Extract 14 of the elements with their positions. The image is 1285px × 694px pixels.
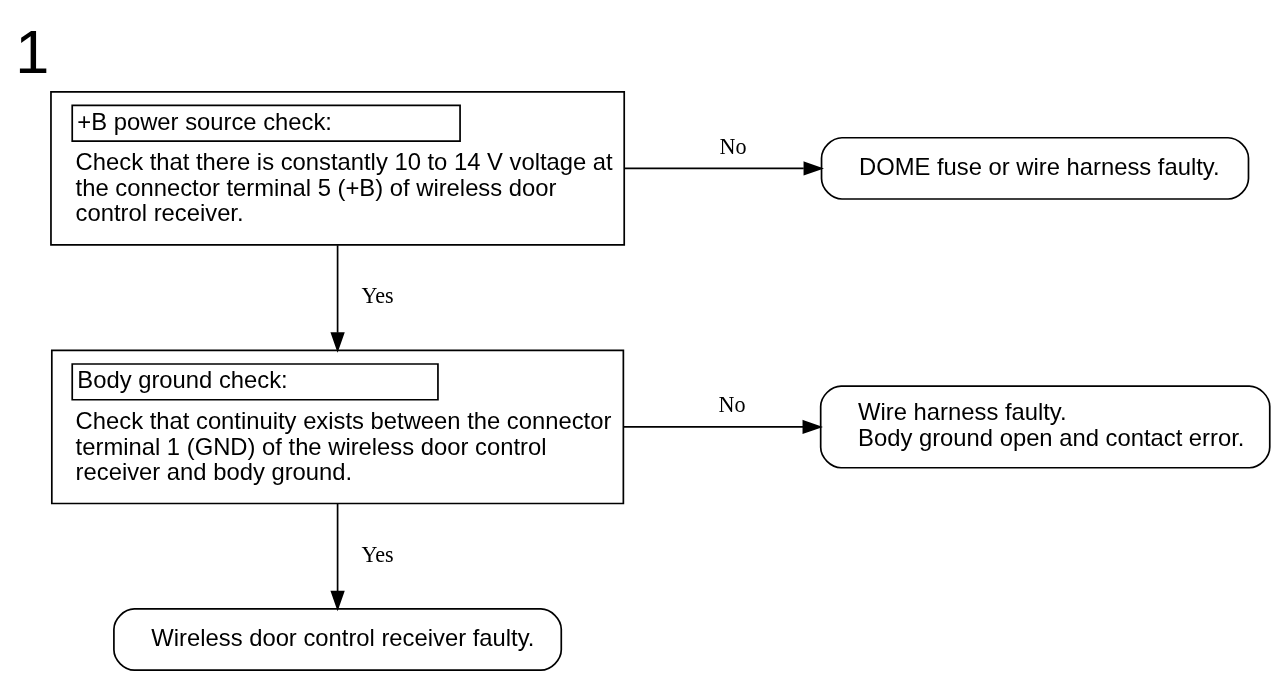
- arrow: [330, 502, 345, 612]
- node-box: DOME fuse or wire harness faulty.: [820, 136, 1250, 200]
- node-box: Wireless door control receiver faulty.: [113, 608, 563, 672]
- arrow: [623, 161, 824, 176]
- node-box: Wire harness faulty. Body ground open and contact error.: [819, 385, 1271, 469]
- edge-label: No: [719, 133, 747, 159]
- node-box: Body ground check: Check that continuity exists between the connector terminal 1 (GND) of the wireless door control receiver and body ground.: [50, 349, 625, 505]
- edge-label: Yes: [361, 283, 394, 309]
- edge-label: Yes: [361, 542, 394, 568]
- arrow: [330, 244, 345, 353]
- edge-label: No: [718, 392, 746, 418]
- node-box: +B power source check: Check that there is constantly 10 to 14 V voltage at the connector terminal 5 (+B) of wireless door control receiver.: [50, 91, 626, 246]
- arrow: [622, 419, 823, 435]
- node-label: 1: [15, 17, 50, 86]
